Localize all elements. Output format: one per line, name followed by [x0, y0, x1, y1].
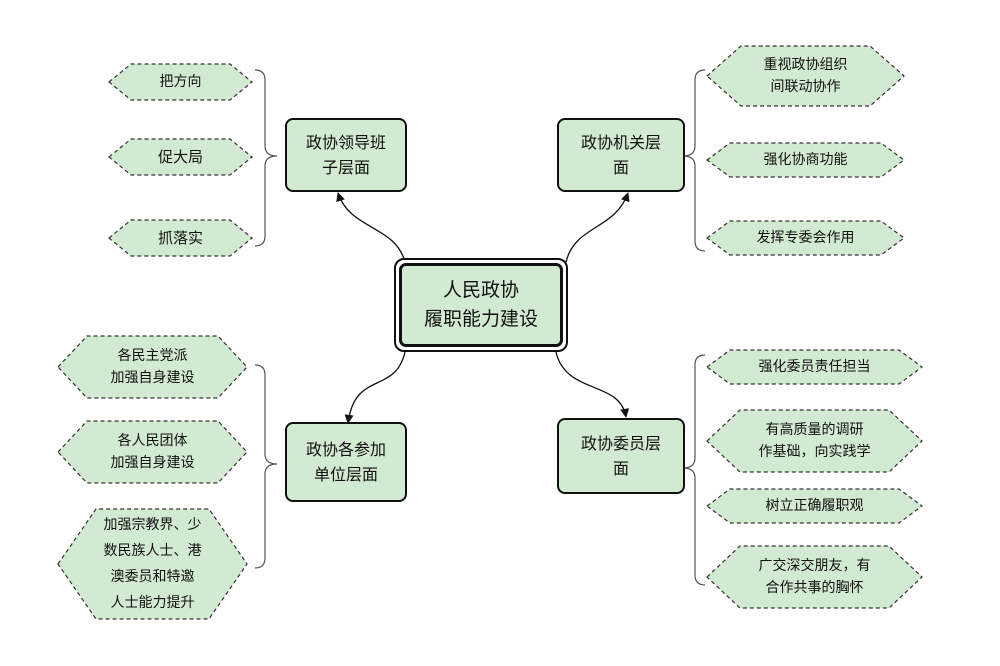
central-topic: 人民政协 履职能力建设	[394, 258, 568, 352]
hex-leadership-2	[108, 138, 253, 176]
brace-leadership	[254, 69, 278, 247]
branch-members: 政协委员层 面	[557, 418, 685, 494]
branch-leadership: 政协领导班 子层面	[285, 118, 407, 192]
central-topic-label: 人民政协 履职能力建设	[399, 263, 563, 347]
connector-units	[344, 351, 406, 424]
hex-members-4	[706, 545, 923, 609]
brace-units	[254, 364, 278, 569]
branch-units: 政协各参加 单位层面	[285, 422, 407, 502]
brace-members	[682, 354, 706, 586]
connector-leadership	[336, 192, 406, 263]
hex-members-2	[706, 409, 923, 473]
branch-organs: 政协机关层 面	[557, 118, 685, 192]
hex-members-3	[705, 488, 924, 524]
connector-members	[555, 351, 630, 418]
hex-organs-3	[705, 220, 906, 256]
hex-leadership-1	[108, 63, 253, 101]
hex-leadership-3	[108, 219, 253, 257]
hex-units-1	[57, 335, 248, 399]
hex-organs-1	[706, 45, 905, 107]
brace-organs	[682, 69, 706, 252]
hex-units-3	[57, 508, 248, 620]
connector-organs	[565, 192, 630, 263]
hex-organs-2	[705, 142, 906, 178]
hex-units-2	[57, 420, 248, 484]
hex-members-1	[705, 349, 924, 385]
